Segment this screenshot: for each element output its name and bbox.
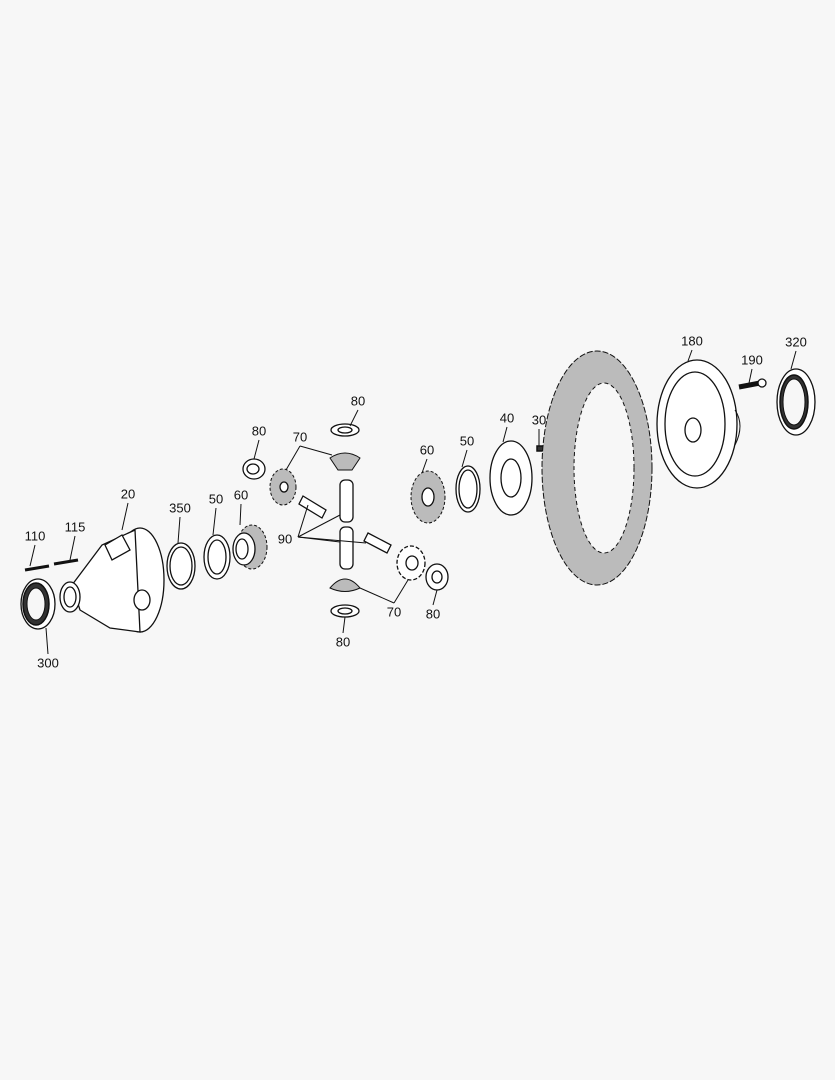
pin-90a (339, 479, 354, 523)
callout-20: 20 (120, 486, 136, 502)
pin-90c (298, 495, 327, 519)
cover-180 (656, 359, 741, 489)
bearing-300 (20, 578, 56, 630)
callout-115: 115 (64, 519, 86, 535)
callout-50: 50 (459, 433, 475, 449)
ring-gear (541, 350, 653, 586)
pin-115 (53, 558, 79, 566)
gear-60a (232, 524, 268, 570)
bolt-190 (738, 380, 761, 390)
callout-80: 80 (335, 634, 351, 650)
callout-300: 300 (37, 655, 59, 671)
callout-90: 90 (277, 531, 293, 547)
callout-40: 40 (499, 410, 515, 426)
callout-80: 80 (350, 393, 366, 409)
pin-90b (339, 526, 354, 570)
callout-110: 110 (24, 528, 46, 544)
callout-50: 50 (208, 491, 224, 507)
callout-320: 320 (785, 334, 807, 350)
callout-180: 180 (681, 333, 703, 349)
gear-70c (329, 578, 361, 592)
callout-190: 190 (741, 352, 763, 368)
callout-350: 350 (169, 500, 191, 516)
leader-lines (29, 349, 797, 655)
callout-70: 70 (386, 604, 402, 620)
callout-60: 60 (233, 487, 249, 503)
callout-30: 30 (531, 412, 547, 428)
gear-70b (329, 452, 361, 471)
housing-20 (59, 527, 165, 633)
callout-60: 60 (419, 442, 435, 458)
callout-80: 80 (251, 423, 267, 439)
pin-90d (363, 532, 392, 554)
callout-80: 80 (425, 606, 441, 622)
callout-70: 70 (292, 429, 308, 445)
pin-110 (24, 564, 50, 572)
